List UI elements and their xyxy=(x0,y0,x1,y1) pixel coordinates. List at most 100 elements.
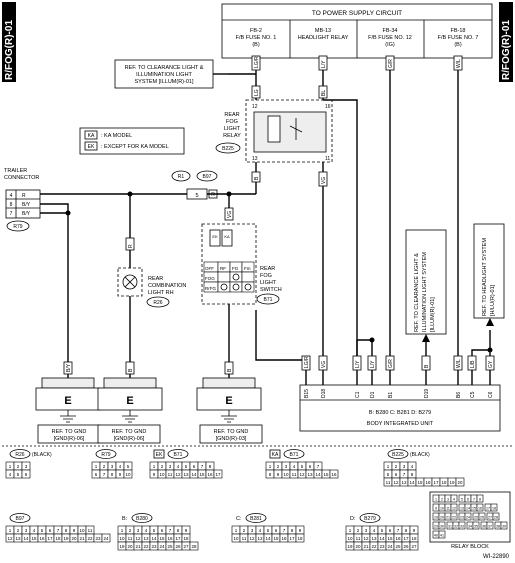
joint-connector: R1 B97 5 R xyxy=(171,170,218,200)
svg-text:C:: C: xyxy=(236,516,242,522)
relay-wire-labels: LG BL xyxy=(251,85,328,99)
svg-text:F/B FUSE NO. 12: F/B FUSE NO. 12 xyxy=(368,35,412,41)
svg-text:6: 6 xyxy=(193,464,196,469)
svg-text:19: 19 xyxy=(347,544,353,549)
svg-text:8: 8 xyxy=(269,472,272,477)
svg-text:20: 20 xyxy=(127,544,133,549)
svg-text:4: 4 xyxy=(373,528,376,533)
svg-text:34: 34 xyxy=(468,525,472,529)
svg-text:7: 7 xyxy=(103,472,106,477)
svg-text:6: 6 xyxy=(389,528,392,533)
svg-text:L/Y: L/Y xyxy=(355,360,361,368)
svg-text:REF. TO GND: REF. TO GND xyxy=(214,429,249,435)
svg-text:20: 20 xyxy=(355,544,361,549)
svg-text:2: 2 xyxy=(277,464,280,469)
svg-text:14: 14 xyxy=(23,536,29,541)
svg-text:D:: D: xyxy=(350,516,356,522)
svg-text:D19: D19 xyxy=(424,389,430,398)
svg-text:25: 25 xyxy=(395,544,401,549)
svg-text:5: 5 xyxy=(185,464,188,469)
svg-text:[ILLUM(R)-01]: [ILLUM(R)-01] xyxy=(430,297,436,332)
svg-text:8: 8 xyxy=(10,202,13,208)
svg-text:13: 13 xyxy=(183,472,189,477)
svg-text:1: 1 xyxy=(435,498,437,502)
svg-text:23: 23 xyxy=(95,536,101,541)
svg-text:6: 6 xyxy=(309,464,312,469)
svg-text:2: 2 xyxy=(103,464,106,469)
svg-text:REF. TO HEADLIGHT SYSTEM: REF. TO HEADLIGHT SYSTEM xyxy=(482,238,488,316)
svg-text:B1: B1 xyxy=(388,392,394,398)
svg-text:RrFG: RrFG xyxy=(205,286,216,291)
svg-text:40: 40 xyxy=(434,534,438,538)
svg-text:REF. TO GND: REF. TO GND xyxy=(112,429,147,435)
svg-text:E: E xyxy=(225,395,232,407)
svg-text:L/B: L/B xyxy=(470,360,476,368)
svg-text:E: E xyxy=(64,395,71,407)
svg-text:: EXCEPT FOR KA MODEL: : EXCEPT FOR KA MODEL xyxy=(101,144,169,150)
svg-text:R: R xyxy=(22,193,26,199)
svg-text:5: 5 xyxy=(461,498,463,502)
svg-text:11: 11 xyxy=(242,536,247,541)
svg-text:BL: BL xyxy=(321,90,327,96)
ref-clearance-top: REF. TO CLEARANCE LIGHT & ILLUMINATION L… xyxy=(114,59,228,89)
svg-text:B71: B71 xyxy=(264,297,273,303)
svg-text:3: 3 xyxy=(447,498,449,502)
svg-text:7: 7 xyxy=(317,464,320,469)
svg-text:5: 5 xyxy=(153,528,156,533)
svg-text:CONNECTOR: CONNECTOR xyxy=(4,175,39,181)
svg-text:VG: VG xyxy=(321,177,327,184)
svg-text:TRAILER: TRAILER xyxy=(4,168,27,174)
svg-text:ILLUMINATION LIGHT SYSTEM: ILLUMINATION LIGHT SYSTEM xyxy=(422,252,428,332)
svg-text:31: 31 xyxy=(448,525,452,529)
svg-text:6: 6 xyxy=(467,498,469,502)
svg-text:6: 6 xyxy=(25,472,28,477)
svg-text:6: 6 xyxy=(95,472,98,477)
svg-text:19: 19 xyxy=(119,544,125,549)
svg-text:16: 16 xyxy=(325,104,331,110)
svg-text:B225: B225 xyxy=(392,452,404,458)
svg-text:13: 13 xyxy=(143,536,149,541)
svg-text:25: 25 xyxy=(474,516,478,520)
biu-wire-labels: LG/R VG L/Y L/Y G/R B W/L L/B GY xyxy=(301,355,495,371)
svg-text:15: 15 xyxy=(417,480,423,485)
svg-text:7: 7 xyxy=(10,211,13,217)
svg-text:2: 2 xyxy=(395,464,398,469)
svg-text:27: 27 xyxy=(488,516,492,520)
svg-text:14: 14 xyxy=(191,472,197,477)
svg-text:37: 37 xyxy=(488,525,492,529)
svg-text:22: 22 xyxy=(371,544,377,549)
svg-text:10: 10 xyxy=(159,472,165,477)
svg-text:23: 23 xyxy=(379,544,385,549)
svg-text:COMBINATION: COMBINATION xyxy=(148,283,186,289)
svg-text:2: 2 xyxy=(129,528,132,533)
power-supply-box: TO POWER SUPPLY CIRCUIT FB-2 F/B FUSE NO… xyxy=(221,3,493,59)
svg-text:GY: GY xyxy=(488,360,494,368)
svg-text:REF. TO CLEARANCE LIGHT &: REF. TO CLEARANCE LIGHT & xyxy=(125,65,204,71)
svg-text:12: 12 xyxy=(299,472,305,477)
svg-text:39: 39 xyxy=(502,525,506,529)
svg-text:8: 8 xyxy=(177,528,180,533)
svg-text:3: 3 xyxy=(169,464,172,469)
svg-text:5: 5 xyxy=(17,472,20,477)
svg-text:(BLACK): (BLACK) xyxy=(410,452,430,458)
svg-text:5: 5 xyxy=(267,528,270,533)
svg-text:12: 12 xyxy=(363,536,369,541)
svg-text:17: 17 xyxy=(289,536,295,541)
svg-text:KA: KA xyxy=(224,234,230,239)
svg-text:14: 14 xyxy=(315,472,321,477)
svg-text:W/L: W/L xyxy=(456,59,462,68)
svg-text:1: 1 xyxy=(269,464,272,469)
svg-text:8: 8 xyxy=(111,472,114,477)
svg-text:11: 11 xyxy=(356,536,361,541)
svg-text:LG/R: LG/R xyxy=(304,356,310,368)
svg-text:2: 2 xyxy=(243,528,246,533)
svg-text:(BLACK): (BLACK) xyxy=(32,452,52,458)
svg-text:C5: C5 xyxy=(470,391,476,398)
svg-text:4: 4 xyxy=(9,472,12,477)
